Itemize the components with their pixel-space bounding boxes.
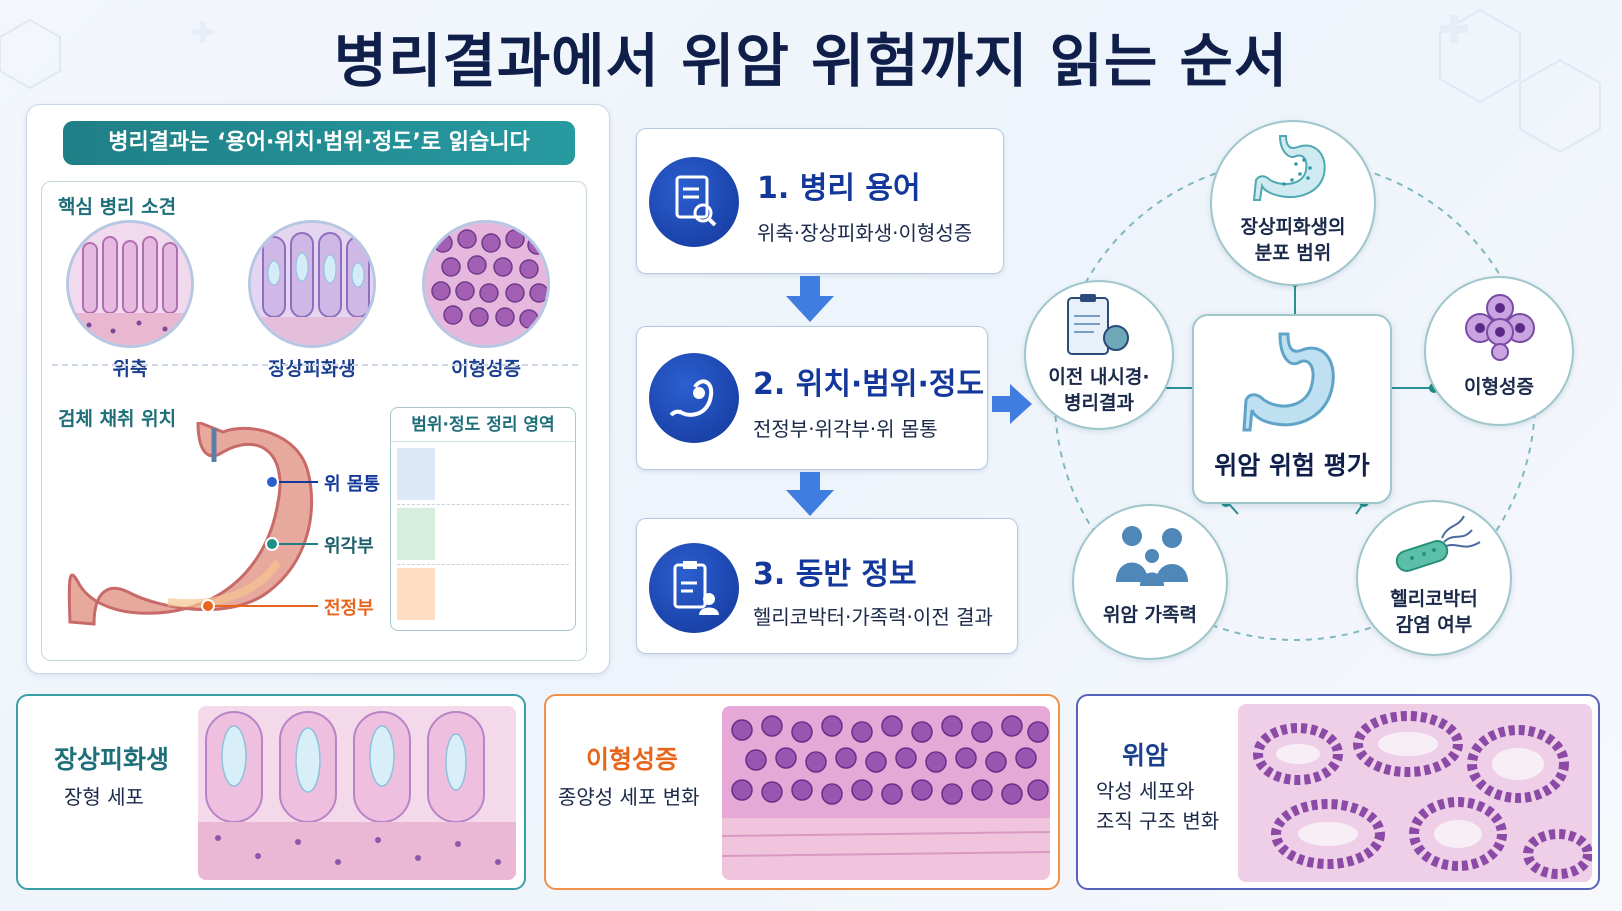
step-title-1: 1. 병리 용어 [757,171,921,206]
node-dysplasia: 이형성증 [1424,276,1574,426]
card-sub-line: 조직 구조 변화 [1096,809,1220,833]
arrow-down-icon [786,296,834,322]
finding-caption-dysplasia: 이형성증 [451,358,521,380]
stomach-icon [1242,332,1335,432]
findings-label: 핵심 병리 소견 [58,196,177,218]
cancer-tissue-image [1238,704,1592,882]
document-search-icon [649,157,739,247]
intestinal-metaplasia-image [248,220,376,348]
card-title-3: 위암 [1122,741,1169,770]
card-sub-1: 장형 세포 [64,785,144,809]
bacteria-icon [1395,515,1481,572]
node-text-line: 분포 범위 [1254,242,1332,264]
card-dysplasia: 이형성증 종양성 세포 변화 [544,694,1060,890]
step-card-1: 1. 병리 용어 위축·장상피화생·이형성증 [636,128,1004,274]
swatch-antrum [397,568,435,620]
step-desc-1: 위축·장상피화생·이형성증 [757,221,973,245]
clipboard-microscope-icon [1067,294,1129,355]
node-text-right: 이형성증 [1464,376,1534,398]
card-title-1: 장상피화생 [54,745,170,774]
range-summary-title: 범위·정도 정리 영역 [391,408,575,442]
finding-caption-atrophy: 위축 [112,358,148,380]
step-title-3: 3. 동반 정보 [753,557,917,592]
card-gastric-cancer: 위암 악성 세포와 조직 구조 변화 [1076,694,1600,890]
arrow-down-icon [786,490,834,516]
range-summary-area: 범위·정도 정리 영역 [390,407,576,631]
node-text-line: 장상피화생의 [1240,216,1346,238]
biopsy-location-label: 검체 채취 위치 [58,408,177,430]
node-text-left: 이전 내시경· 병리결과 [1026,364,1172,416]
card-title-2: 이형성증 [586,745,679,774]
card-intestinal-metaplasia: 장상피화생 장형 세포 [16,694,526,890]
section-divider [52,364,578,366]
arrow-down-2-stem [800,472,820,492]
node-text-line: 이전 내시경· [1048,366,1150,388]
location-label-body: 위 몸통 [324,474,380,495]
page-title: 병리결과에서 위암 위험까지 읽는 순서 [333,27,1289,95]
node-prior-results: 이전 내시경· 병리결과 [1024,280,1174,430]
stomach-location-icon [649,353,739,443]
center-node-label: 위암 위험 평가 [1214,451,1370,480]
arrow-right-icon [992,384,1032,424]
findings-box: 핵심 병리 소견 위축 [41,181,587,661]
range-row-divider [397,564,569,565]
gastric-cancer-risk-assessment: 위암 위험 평가 [1192,314,1392,504]
location-label-angle: 위각부 [324,536,374,557]
swatch-angle [397,508,435,560]
range-row-divider [397,504,569,505]
card-sub-2: 종양성 세포 변화 [558,785,700,809]
reading-guide-banner: 병리결과는 ‘용어·위치·범위·정도’로 읽습니다 [63,121,575,165]
node-text-line: 감염 여부 [1395,614,1473,636]
swatch-body [397,448,435,500]
location-label-antrum: 전정부 [324,598,374,619]
arrow-down-1-stem [800,276,820,298]
dysplasia-cells-icon [1465,294,1535,361]
node-text-line: 병리결과 [1064,392,1134,414]
stomach-illustration [67,422,318,626]
node-text-line: 헬리코박터 [1390,588,1478,610]
clipboard-user-icon [649,543,739,633]
pathology-reading-panel: 병리결과는 ‘용어·위치·범위·정도’로 읽습니다 핵심 병리 소견 위축 [26,104,610,674]
node-h-pylori: 헬리코박터 감염 여부 [1356,500,1512,656]
step-card-3: 3. 동반 정보 헬리코박터·가족력·이전 결과 [636,518,1018,654]
node-text-bottom-right: 헬리코박터 감염 여부 [1358,586,1510,638]
stomach-dotted-icon [1252,135,1326,201]
step-desc-2: 전정부·위각부·위 몸통 [753,417,938,441]
family-icon [1116,526,1188,586]
dysplasia-image [422,220,550,348]
step-desc-3: 헬리코박터·가족력·이전 결과 [753,605,993,629]
finding-caption-metaplasia: 장상피화생 [268,358,356,380]
node-metaplasia-extent: 장상피화생의 분포 범위 [1210,120,1376,286]
dysplasia-tissue-image [722,706,1050,880]
card-sub-line: 악성 세포와 [1096,779,1195,803]
step-card-2: 2. 위치·범위·정도 전정부·위각부·위 몸통 [636,326,988,470]
step-title-2: 2. 위치·범위·정도 [753,367,985,402]
node-family-history: 위암 가족력 [1072,504,1228,660]
node-text-bottom-left: 위암 가족력 [1102,604,1197,626]
card-sub-3: 악성 세포와 조직 구조 변화 [1096,776,1219,836]
node-text-top: 장상피화생의 분포 범위 [1212,214,1374,266]
metaplasia-tissue-image [198,706,516,880]
atrophy-image [66,220,194,348]
